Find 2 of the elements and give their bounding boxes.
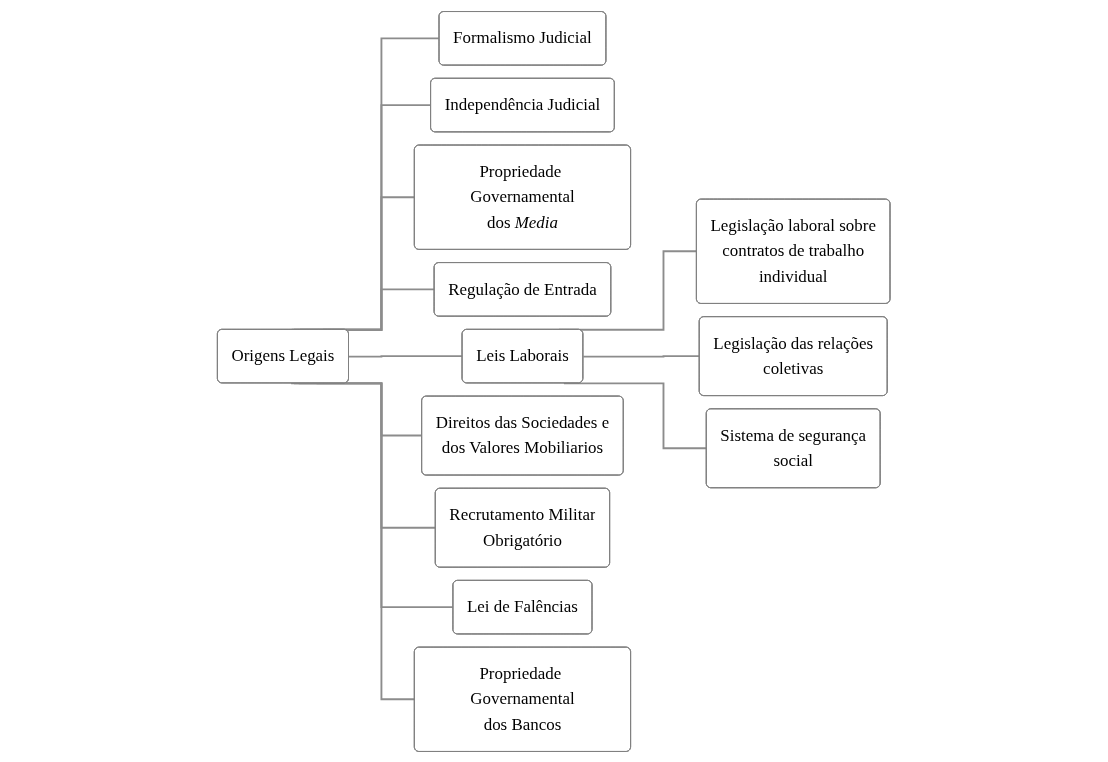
connector <box>582 354 701 357</box>
connector <box>348 354 464 357</box>
